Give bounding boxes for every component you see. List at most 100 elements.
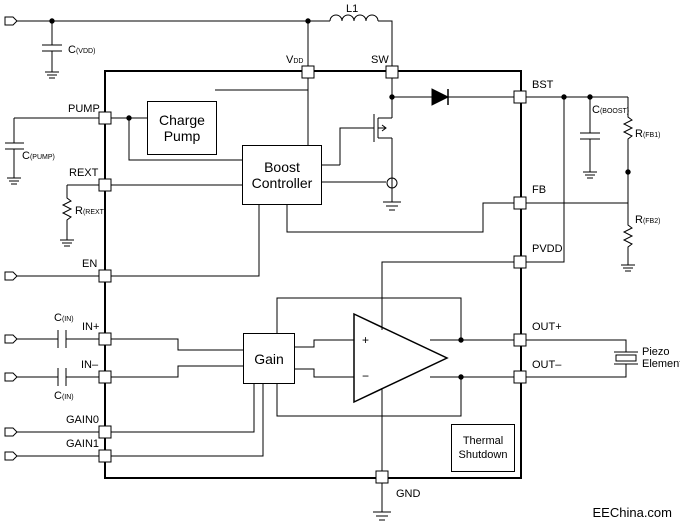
label-r-fb2: R(FB2): [635, 214, 661, 226]
wire-gate: [339, 127, 374, 165]
capacitor-cboost: [580, 97, 600, 172]
junction-out-plus: [458, 337, 464, 343]
inductor-l1: [329, 14, 379, 22]
pin-square-vdd: [301, 65, 315, 79]
pin-square-in-minus: [98, 370, 112, 384]
pin-label-in-minus: IN–: [81, 359, 99, 371]
resistor-rfb2: [622, 203, 634, 265]
pin-label-out-plus: OUT+: [532, 321, 562, 333]
pin-square-out-plus: [513, 333, 527, 347]
pin-label-gain1: GAIN1: [66, 438, 100, 450]
thermal-shutdown-line2: Shutdown: [458, 449, 508, 461]
ground-rext: [60, 239, 74, 247]
pin-label-gnd: GND: [396, 488, 421, 500]
boost-controller-line2: Controller: [251, 175, 313, 191]
ground-cboost: [583, 171, 597, 179]
label-r-rext: R(REXT): [75, 205, 107, 217]
label-c-pump: C(PUMP): [22, 150, 55, 162]
label-piezo-element: Piezo Element: [642, 346, 680, 370]
pin-square-en: [98, 269, 112, 283]
pin-label-gain0: GAIN0: [66, 414, 100, 426]
label-inductor-l1: L1: [346, 3, 359, 15]
amp-minus-sign: −: [362, 369, 370, 383]
pin-label-vdd-sub: DD: [293, 58, 304, 65]
charge-pump-line1: Charge: [159, 112, 205, 128]
pin-square-in-plus: [98, 332, 112, 346]
gain-label: Gain: [254, 350, 284, 367]
pin-square-out-minus: [513, 370, 527, 384]
watermark: EEChina.com: [592, 505, 672, 520]
pin-square-gain1: [98, 449, 112, 463]
wire-amp-pvdd: [381, 261, 514, 330]
connector-in-plus: [4, 334, 18, 344]
pin-label-out-minus: OUT–: [532, 359, 562, 371]
pin-square-gnd: [375, 470, 389, 484]
wire-gain1-internal: [111, 384, 264, 457]
connector-in-minus: [4, 372, 18, 382]
pin-label-vdd: VDD: [286, 54, 304, 66]
label-r-fb1: R(FB1): [635, 128, 661, 140]
label-c-vdd: C(VDD): [68, 44, 96, 56]
pin-label-pump: PUMP: [68, 103, 100, 115]
resistor-rfb1: [622, 97, 634, 172]
wire-gain-feedback-bottom: [276, 377, 462, 417]
pin-label-fb: FB: [532, 184, 547, 196]
boost-controller-line1: Boost: [264, 159, 300, 175]
thermal-shutdown-line1: Thermal: [462, 435, 504, 447]
pin-square-pvdd: [513, 255, 527, 269]
diode-triangle: [431, 88, 450, 106]
wire-out-plus-external: [526, 339, 627, 352]
pin-square-pump: [98, 111, 112, 125]
capacitor-cvdd: [42, 21, 62, 72]
amplifier-triangle: [353, 312, 449, 404]
connector-vin: [4, 16, 18, 26]
pin-label-in-plus: IN+: [82, 321, 100, 333]
wire-pump-boost: [128, 118, 242, 161]
wire-gain-minus: [294, 368, 354, 378]
wire-gain-feedback: [276, 297, 462, 340]
resistor-rext: [61, 185, 73, 240]
thermal-shutdown-block: Thermal Shutdown: [451, 424, 515, 472]
connector-gain1: [4, 451, 18, 461]
pin-label-en: EN: [82, 258, 98, 270]
label-c-boost: C(BOOST): [592, 104, 630, 116]
capacitor-cin-plus: [57, 330, 67, 348]
pin-label-bst: BST: [532, 79, 554, 91]
wire-en-internal: [111, 205, 260, 277]
gain-block: Gain: [243, 333, 295, 384]
wire-l1-sw: [378, 20, 393, 66]
boost-controller-block: Boost Controller: [242, 145, 322, 205]
pin-square-gain0: [98, 425, 112, 439]
wire-in-minus-internal: [111, 365, 243, 378]
ground-cvdd: [45, 71, 59, 79]
label-c-in-plus: C(IN): [54, 312, 74, 324]
piezo-element-symbol: [615, 354, 637, 362]
capacitor-cpump: [5, 118, 24, 178]
wire-gain0-internal: [111, 384, 255, 433]
label-c-in-minus: C(IN): [54, 390, 74, 402]
ground-gnd: [373, 511, 391, 521]
wire-in-plus-internal: [111, 338, 243, 351]
wire-out-minus-external: [526, 364, 627, 378]
pin-label-pvdd: PVDD: [532, 243, 563, 255]
wire-gain-plus: [294, 339, 354, 348]
ground-rfb2: [621, 264, 635, 272]
wire-bst-pvdd: [526, 97, 565, 263]
pin-label-sw: SW: [371, 54, 389, 66]
connector-en: [4, 271, 18, 281]
ground-fet: [383, 201, 401, 211]
mosfet-switch: [373, 114, 393, 182]
capacitor-cin-minus: [57, 368, 67, 386]
pin-square-rext: [98, 178, 112, 192]
wire-fb-internal: [286, 202, 514, 233]
amp-plus-sign: +: [362, 333, 370, 347]
pin-square-sw: [385, 65, 399, 79]
junction-sw-diode: [389, 94, 395, 100]
pin-square-bst: [513, 90, 527, 104]
ground-cpump: [7, 177, 21, 185]
junction-out-minus: [458, 374, 464, 380]
pin-label-rext: REXT: [69, 167, 99, 179]
charge-pump-block: Charge Pump: [147, 101, 217, 155]
